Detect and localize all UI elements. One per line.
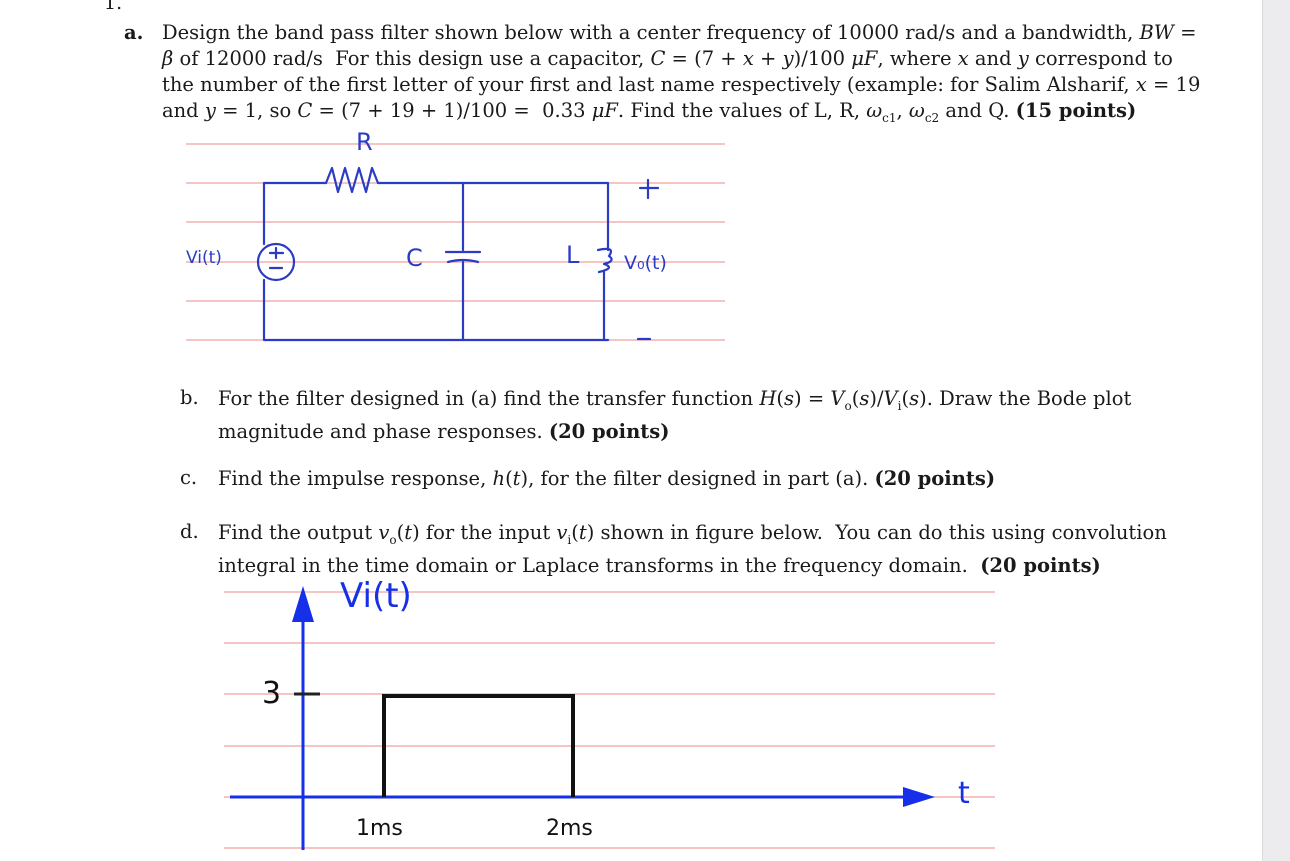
part-d-label: d. bbox=[180, 520, 199, 543]
scrollbar-track[interactable] bbox=[1262, 0, 1290, 861]
pulse-waveform bbox=[382, 694, 575, 797]
document-page: 1. a. Design the band pass filter shown … bbox=[104, 0, 1201, 850]
source-plus bbox=[268, 246, 285, 260]
part-b-text: For the filter designed in (a) find the … bbox=[218, 387, 1132, 443]
part-a-label: a. bbox=[124, 21, 144, 44]
input-signal-graph bbox=[224, 586, 995, 850]
part-b-points: (20 points) bbox=[548, 419, 670, 443]
source-label: Vi(t) bbox=[186, 248, 222, 268]
graph-y-label: Vi(t) bbox=[340, 576, 412, 616]
y-axis-arrow bbox=[292, 586, 314, 622]
graph-t1-label: 1ms bbox=[356, 816, 403, 841]
graph-x-label: t bbox=[958, 776, 970, 811]
part-d-text: Find the output vo(t) for the input vi(t… bbox=[218, 521, 1167, 577]
inductor-symbol bbox=[596, 247, 613, 274]
graph-t2-label: 2ms bbox=[546, 816, 593, 841]
part-a-points: (15 points) bbox=[1015, 99, 1137, 122]
part-d-points: (20 points) bbox=[980, 553, 1101, 577]
source-circle bbox=[256, 242, 296, 282]
capacitor-label: C bbox=[406, 244, 423, 272]
part-c-text: Find the impulse response, h(t), for the… bbox=[218, 467, 996, 490]
inductor-label: L bbox=[566, 241, 580, 269]
capacitor-plate-bottom bbox=[446, 258, 480, 264]
resistor-label: R bbox=[356, 128, 373, 156]
circuit-diagram bbox=[186, 143, 725, 342]
wire-bottom bbox=[262, 278, 610, 342]
part-b-label: b. bbox=[180, 386, 199, 409]
resistor-symbol bbox=[324, 166, 380, 194]
part-a-text: Design the band pass filter shown below … bbox=[162, 21, 1201, 125]
question-number: 1. bbox=[104, 0, 123, 14]
graph-amplitude-label: 3 bbox=[262, 676, 282, 711]
part-c-label: c. bbox=[180, 466, 198, 489]
output-voltage-label: V₀(t) bbox=[624, 252, 667, 274]
wire-top-left bbox=[262, 181, 328, 246]
wire-top-right bbox=[376, 181, 610, 252]
output-plus-mark bbox=[638, 178, 660, 200]
graph-ruled-lines bbox=[224, 591, 995, 849]
part-c-points: (20 points) bbox=[874, 467, 996, 490]
x-axis-arrow bbox=[903, 787, 935, 807]
